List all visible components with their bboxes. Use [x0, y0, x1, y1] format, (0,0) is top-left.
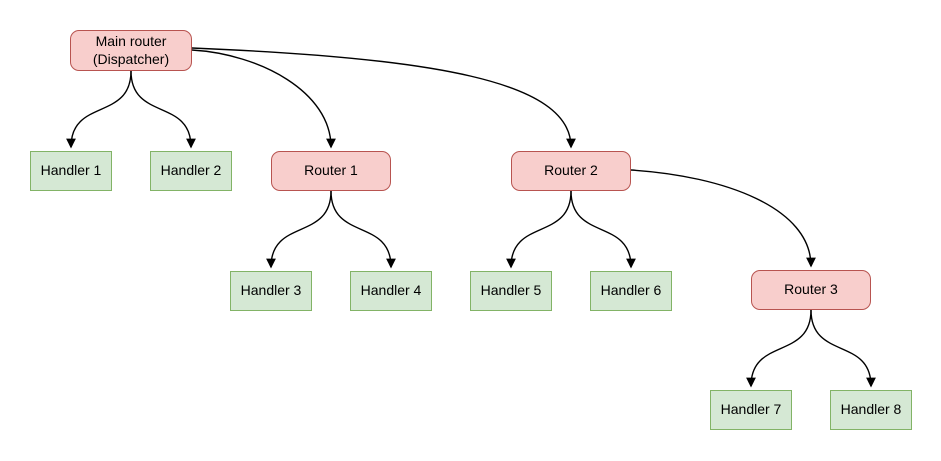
node-handler-6[interactable]: Handler 6: [590, 271, 672, 311]
edge-router-2-to-handler-6: [570, 190, 636, 269]
edge-router-3-to-handler-8: [810, 309, 876, 388]
node-main-router[interactable]: Main router (Dispatcher): [70, 30, 192, 71]
node-router-1[interactable]: Router 1: [271, 151, 391, 191]
node-handler-3[interactable]: Handler 3: [230, 271, 312, 311]
node-label: Handler 4: [360, 282, 422, 299]
node-label-line2: (Dispatcher): [92, 50, 170, 67]
node-label: Handler 7: [720, 401, 782, 418]
node-handler-1[interactable]: Handler 1: [30, 151, 112, 191]
node-label: Handler 3: [240, 282, 302, 299]
node-router-2[interactable]: Router 2: [511, 151, 631, 191]
node-label: Handler 8: [840, 401, 902, 418]
edge-main-router-to-router-2: [191, 47, 576, 149]
node-label: Router 2: [544, 162, 598, 179]
edge-router-1-to-handler-3: [266, 190, 332, 269]
node-handler-7[interactable]: Handler 7: [710, 390, 792, 430]
node-label: Router 3: [784, 281, 838, 298]
edge-router-2-to-handler-5: [506, 190, 572, 269]
edge-main-router-to-handler-2: [130, 70, 196, 149]
edge-router-1-to-handler-4: [330, 190, 396, 269]
node-label: Handler 5: [480, 282, 542, 299]
node-label: Router 1: [304, 162, 358, 179]
node-handler-2[interactable]: Handler 2: [150, 151, 232, 191]
node-handler-5[interactable]: Handler 5: [470, 271, 552, 311]
edge-router-3-to-handler-7: [746, 309, 812, 388]
node-router-3[interactable]: Router 3: [751, 270, 871, 310]
node-label: Handler 1: [40, 162, 102, 179]
node-label: Handler 6: [600, 282, 662, 299]
edge-main-router-to-router-1: [191, 49, 336, 149]
edge-main-router-to-handler-1: [66, 70, 132, 149]
node-label: Main router: [95, 33, 167, 49]
node-label: Handler 2: [160, 162, 222, 179]
node-handler-4[interactable]: Handler 4: [350, 271, 432, 311]
node-handler-8[interactable]: Handler 8: [830, 390, 912, 430]
edge-router-2-to-router-3: [630, 169, 816, 268]
